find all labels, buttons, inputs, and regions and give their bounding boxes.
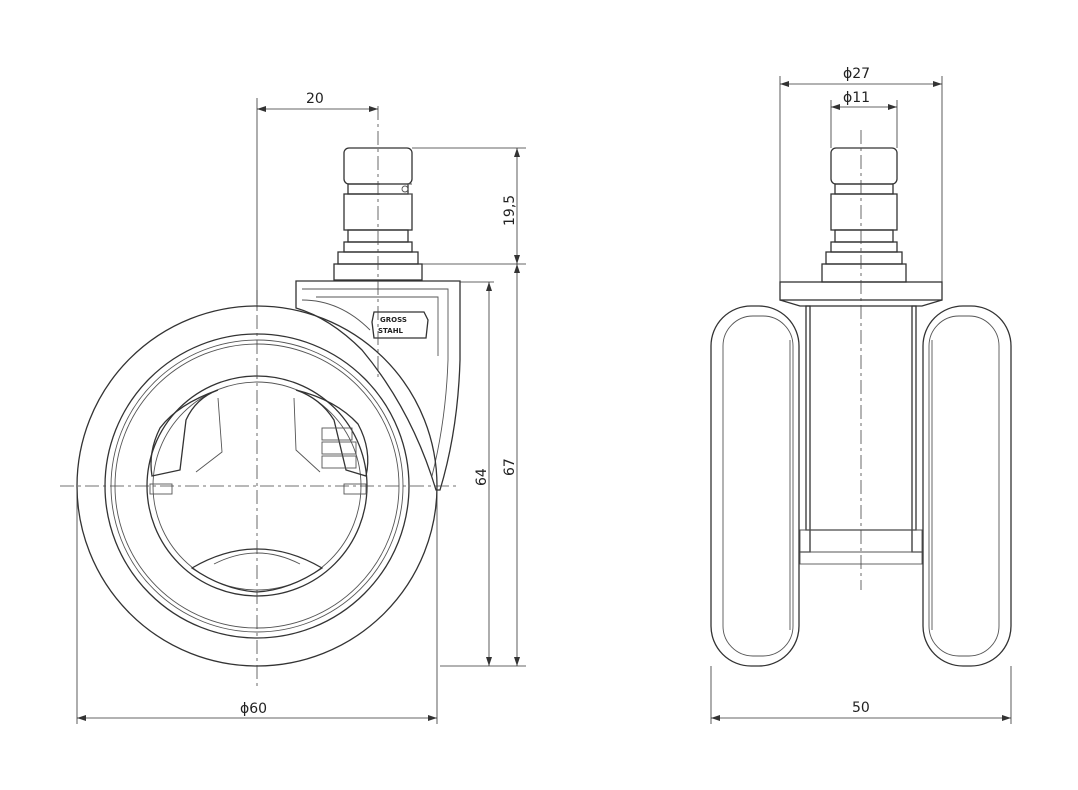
brand-logo-line2: STAHL xyxy=(378,327,404,335)
front-view xyxy=(710,130,1012,667)
brand-logo-line1: GROSS xyxy=(380,316,407,324)
dimension-stem-height: 19,5 xyxy=(502,195,518,226)
dimension-overall-width: 50 xyxy=(852,700,870,716)
dimension-wheel-diameter: ϕ60 xyxy=(240,701,267,717)
dimension-body-height-total: 67 xyxy=(502,458,518,476)
front-wheel-left xyxy=(710,305,800,667)
front-view-dimensions: ϕ27 ϕ11 50 xyxy=(710,66,1012,724)
dimension-top-outer-diameter: ϕ27 xyxy=(843,66,870,82)
side-view: GROSS STAHL xyxy=(60,106,461,690)
dimension-stem-offset: 20 xyxy=(306,91,324,107)
front-stem xyxy=(821,147,907,283)
front-wheel-right xyxy=(922,305,1012,667)
side-view-dimensions: 20 19,5 64 67 ϕ60 xyxy=(76,91,526,724)
dimension-stem-diameter: ϕ11 xyxy=(843,90,870,106)
dimension-body-height-inner: 64 xyxy=(474,468,490,486)
brand-logo: GROSS STAHL xyxy=(371,311,429,339)
